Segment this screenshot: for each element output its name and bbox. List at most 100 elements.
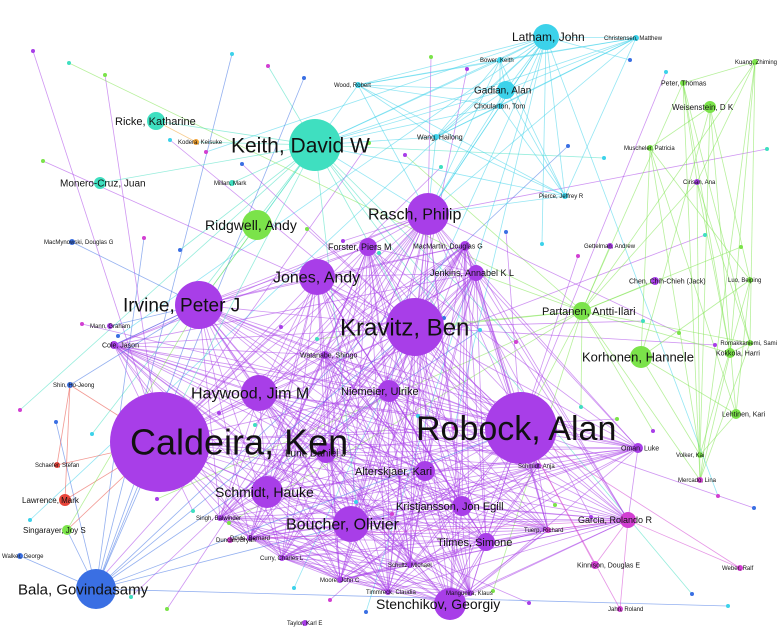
edge bbox=[505, 37, 637, 91]
node-jahn[interactable] bbox=[617, 606, 623, 612]
node-gadian[interactable] bbox=[497, 81, 515, 99]
node-schaefer[interactable] bbox=[54, 462, 60, 468]
edge bbox=[388, 390, 426, 472]
node-romakkaniemi[interactable] bbox=[747, 340, 753, 346]
node-tilmes[interactable] bbox=[477, 533, 495, 551]
node-lawrence[interactable] bbox=[59, 494, 71, 506]
node-luo[interactable] bbox=[747, 277, 753, 283]
node-taylor[interactable] bbox=[302, 620, 308, 626]
node-kodera[interactable] bbox=[193, 139, 199, 145]
node-boucher[interactable] bbox=[333, 506, 369, 542]
node-garcia[interactable] bbox=[620, 512, 636, 528]
edge bbox=[464, 245, 487, 543]
node-christensen[interactable] bbox=[633, 35, 639, 41]
node-duncan[interactable] bbox=[227, 537, 233, 543]
node-bower[interactable] bbox=[497, 57, 503, 63]
node-weisenstein[interactable] bbox=[704, 101, 716, 113]
node-chen[interactable] bbox=[651, 277, 659, 285]
node-singh[interactable] bbox=[217, 515, 223, 521]
node-jones[interactable] bbox=[299, 259, 335, 295]
node-wieners[interactable] bbox=[737, 565, 743, 571]
edge bbox=[113, 213, 429, 346]
node-oman[interactable] bbox=[633, 443, 643, 453]
node-rasch[interactable] bbox=[407, 193, 449, 235]
node-irvine[interactable] bbox=[175, 281, 223, 329]
node-lehtinen[interactable] bbox=[731, 409, 741, 419]
edge bbox=[281, 246, 369, 559]
node-walker[interactable] bbox=[17, 553, 23, 559]
node-kristjansson[interactable] bbox=[452, 496, 472, 516]
node-tuerp[interactable] bbox=[545, 527, 551, 533]
minor-node bbox=[227, 521, 231, 525]
edge bbox=[404, 154, 583, 312]
node-keith[interactable] bbox=[289, 119, 341, 171]
edge bbox=[367, 246, 463, 507]
node-watanabe[interactable] bbox=[321, 351, 329, 359]
edge bbox=[387, 272, 477, 593]
node-mangueira[interactable] bbox=[467, 590, 473, 596]
edge bbox=[350, 213, 429, 525]
node-caldeira[interactable] bbox=[110, 392, 210, 492]
node-wood[interactable] bbox=[355, 82, 361, 88]
edge bbox=[281, 465, 539, 559]
node-macmartin[interactable] bbox=[460, 241, 470, 251]
node-timmreck[interactable] bbox=[385, 589, 391, 595]
node-label-weisenstein: Weisenstein, D K bbox=[672, 103, 734, 112]
node-curry[interactable] bbox=[279, 555, 285, 561]
node-stenchikov[interactable] bbox=[434, 588, 466, 620]
node-choularton[interactable] bbox=[497, 103, 503, 109]
node-kinnison[interactable] bbox=[591, 561, 599, 569]
node-wang[interactable] bbox=[433, 134, 439, 140]
node-haywood[interactable] bbox=[241, 375, 277, 411]
edge bbox=[699, 352, 731, 481]
minor-node bbox=[341, 239, 345, 243]
node-shin[interactable] bbox=[67, 382, 73, 388]
node-pierce[interactable] bbox=[562, 193, 568, 199]
node-peter[interactable] bbox=[680, 80, 686, 86]
minor-node bbox=[442, 316, 446, 320]
minor-node bbox=[390, 512, 394, 516]
node-ricke[interactable] bbox=[147, 112, 165, 130]
node-mercado[interactable] bbox=[697, 477, 703, 483]
minor-node bbox=[491, 589, 495, 593]
node-alterskjaer[interactable] bbox=[415, 461, 435, 481]
node-volcker[interactable] bbox=[697, 452, 703, 458]
node-schultz[interactable] bbox=[407, 562, 413, 568]
minor-node bbox=[204, 150, 208, 154]
node-gettelman[interactable] bbox=[607, 243, 613, 249]
node-forster[interactable] bbox=[359, 238, 377, 256]
node-muscheler[interactable] bbox=[647, 145, 653, 151]
node-cirisan[interactable] bbox=[694, 179, 700, 185]
node-cole[interactable] bbox=[110, 341, 118, 349]
node-singarayer[interactable] bbox=[62, 525, 72, 535]
edge bbox=[409, 213, 429, 566]
node-schmidt[interactable] bbox=[251, 476, 283, 508]
node-kravitz[interactable] bbox=[386, 298, 444, 356]
minor-node bbox=[142, 236, 146, 240]
node-label-macmartin: MacMartin, Douglas G bbox=[413, 243, 483, 250]
node-lunt[interactable] bbox=[316, 443, 336, 463]
node-partanen[interactable] bbox=[573, 302, 591, 320]
node-ridgwell[interactable] bbox=[242, 210, 272, 240]
minor-node bbox=[328, 598, 332, 602]
node-monero[interactable] bbox=[94, 177, 106, 189]
node-robock[interactable] bbox=[485, 392, 557, 464]
node-schmidt2[interactable] bbox=[535, 463, 541, 469]
edge bbox=[324, 354, 411, 566]
node-niemeier[interactable] bbox=[378, 380, 400, 402]
minor-node bbox=[628, 58, 632, 62]
edge bbox=[258, 246, 369, 394]
node-mann[interactable] bbox=[107, 323, 113, 329]
node-kokkola[interactable] bbox=[725, 348, 735, 358]
node-jenkins[interactable] bbox=[468, 265, 484, 281]
node-moore[interactable] bbox=[337, 577, 343, 583]
node-doyle[interactable] bbox=[247, 535, 253, 541]
node-millan[interactable] bbox=[229, 180, 235, 186]
node-bala[interactable] bbox=[76, 569, 116, 609]
node-latham[interactable] bbox=[533, 24, 559, 50]
node-kuang[interactable] bbox=[752, 59, 758, 65]
node-label-moore: Moore, John C bbox=[320, 578, 360, 584]
node-korhonen[interactable] bbox=[630, 346, 652, 368]
node-machnykowa[interactable] bbox=[69, 239, 75, 245]
edge bbox=[357, 84, 437, 138]
